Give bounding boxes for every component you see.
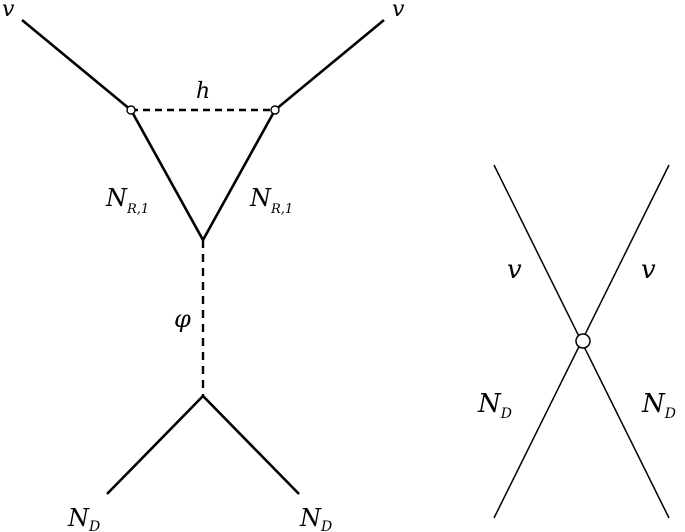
lower-left-label-main: N [477, 389, 502, 419]
left-diagram-top-left-label: v [2, 0, 15, 22]
lower-left-label-sub: D [500, 406, 512, 422]
left-diagram-right-vertex [270, 105, 280, 115]
left-diagram-right-nr-line [201, 109, 277, 241]
right-side-label-main: N [249, 184, 272, 212]
left-diagram-left-nr-line [129, 109, 205, 241]
right-diagram-lower-right-label: ND [641, 389, 676, 422]
left-diagram-top-left-leg [21, 18, 132, 112]
left-diagram-bottom-left-leg [106, 395, 204, 495]
left-diagram: v v h NR,1 NR,1 φ ND ND [2, 0, 405, 532]
left-diagram-top-right-label: v [392, 0, 405, 22]
left-diagram-left-vertex [126, 105, 136, 115]
left-diagram-bottom-left-label: ND [67, 504, 100, 532]
bottom-left-label-main: N [67, 504, 90, 532]
lower-right-label-main: N [641, 389, 666, 419]
bottom-left-label-sub: D [88, 519, 100, 532]
left-side-label-sub: R,1 [126, 202, 149, 217]
right-diagram-lower-left-label: ND [477, 389, 512, 422]
left-side-label-main: N [105, 184, 128, 212]
right-diagram-upper-right-label: v [641, 255, 656, 285]
right-diagram: v v ND ND [477, 164, 676, 519]
left-diagram-bottom-right-leg [202, 395, 300, 495]
left-diagram-right-side-label: NR,1 [249, 184, 293, 217]
bottom-right-label-sub: D [320, 519, 332, 532]
left-diagram-top-right-leg [274, 18, 385, 112]
left-diagram-phi-label: φ [174, 305, 191, 333]
right-diagram-upper-left-label: v [507, 255, 522, 285]
bottom-right-label-main: N [299, 504, 322, 532]
left-diagram-h-label: h [196, 79, 210, 104]
lower-right-label-sub: D [664, 406, 676, 422]
right-diagram-vertex [575, 333, 591, 349]
right-side-label-sub: R,1 [270, 202, 293, 217]
left-diagram-left-side-label: NR,1 [105, 184, 149, 217]
left-diagram-bottom-right-label: ND [299, 504, 332, 532]
